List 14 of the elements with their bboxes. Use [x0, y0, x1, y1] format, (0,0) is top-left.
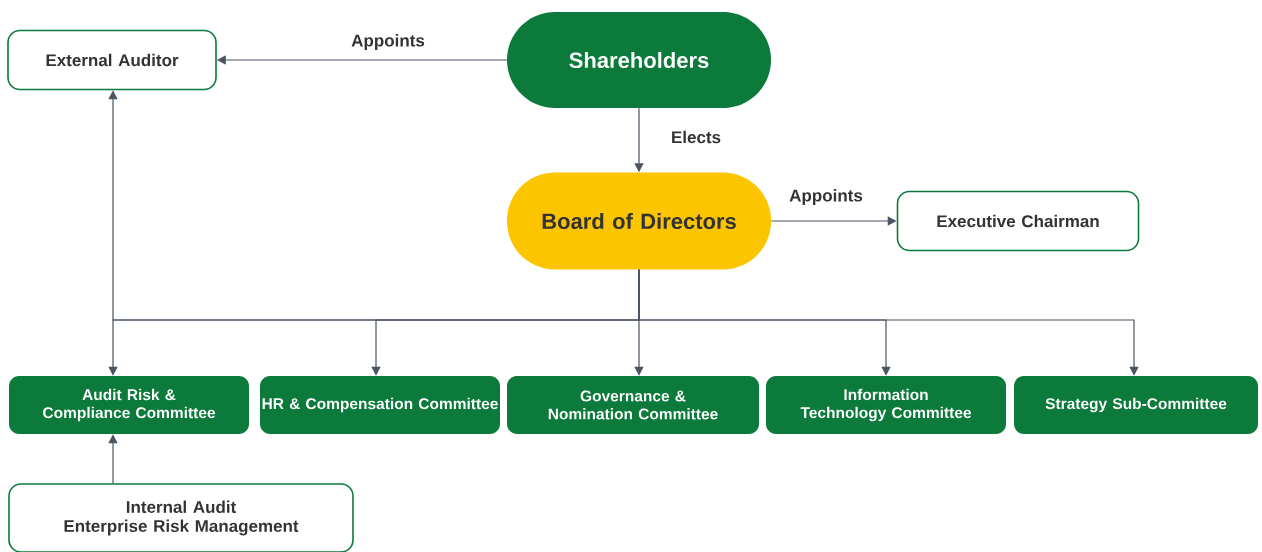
role-box: Internal Audit Enterprise Risk Management: [8, 483, 354, 552]
arrow: [108, 434, 118, 484]
body-pill: Board of Directors: [507, 172, 771, 270]
committee-box: Governance & Nomination Committee: [507, 376, 759, 434]
edge-label: Appoints: [350, 33, 426, 51]
committee-box: Audit Risk & Compliance Committee: [9, 376, 249, 434]
edge-label: Appoints: [788, 188, 864, 206]
body-pill: Shareholders: [507, 12, 771, 108]
committee-box: HR & Compensation Committee: [260, 376, 500, 434]
edge-label: Elects: [669, 129, 723, 145]
committee-box: Strategy Sub-Committee: [1014, 376, 1258, 434]
role-box: Executive Chairman: [896, 190, 1140, 252]
committee-box: Information Technology Committee: [766, 376, 1006, 434]
role-box: External Auditor: [7, 29, 217, 91]
